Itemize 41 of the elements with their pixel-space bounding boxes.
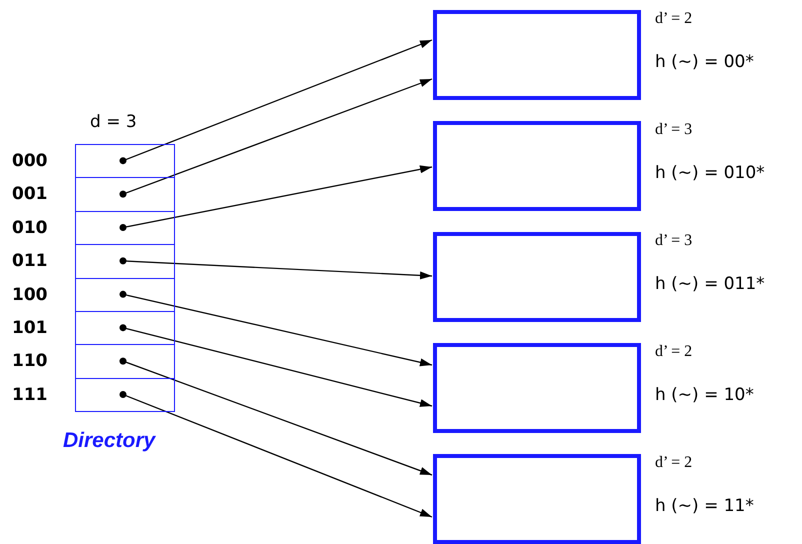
bucket-box — [433, 121, 641, 211]
local-depth-label: d’ = 2 — [655, 454, 692, 472]
directory-label: Directory — [63, 428, 156, 454]
hash-prefix-label: h (~) = 010* — [655, 163, 765, 183]
bucket-box — [433, 10, 641, 100]
directory-slot — [75, 144, 175, 178]
pointer-arrow — [120, 358, 432, 476]
row-label: 111 — [12, 384, 48, 405]
pointer-arrow — [120, 165, 432, 231]
row-label: 110 — [12, 351, 48, 372]
row-label: 101 — [12, 318, 48, 338]
local-depth-label: d’ = 3 — [655, 121, 692, 139]
pointer-arrow — [120, 257, 432, 280]
pointer-arrow — [120, 39, 432, 164]
row-label: 011 — [12, 251, 48, 272]
local-depth-label: d’ = 2 — [655, 10, 692, 28]
pointer-arrow — [120, 391, 432, 518]
pointer-arrow — [120, 78, 432, 198]
pointer-arrow — [120, 290, 432, 366]
row-label: 010 — [12, 218, 48, 238]
directory-slot — [75, 244, 175, 279]
directory-slot — [75, 278, 175, 312]
directory-slot — [75, 378, 175, 412]
global-depth-label: d = 3 — [90, 112, 137, 132]
directory-slot — [75, 344, 175, 379]
row-label: 001 — [12, 184, 48, 204]
pointer-arrow — [120, 324, 432, 407]
bucket-box — [433, 343, 641, 433]
row-label: 000 — [12, 151, 48, 171]
local-depth-label: d’ = 2 — [655, 343, 692, 361]
local-depth-label: d’ = 3 — [655, 232, 692, 250]
hash-prefix-label: h (~) = 10* — [655, 385, 754, 405]
bucket-box — [433, 454, 641, 544]
row-label: 100 — [12, 284, 48, 305]
hash-prefix-label: h (~) = 11* — [655, 496, 754, 516]
hash-prefix-label: h (~) = 00* — [655, 52, 754, 72]
directory-slot — [75, 311, 175, 346]
directory-slot — [75, 177, 175, 212]
hash-prefix-label: h (~) = 011* — [655, 274, 765, 294]
directory-slot — [75, 210, 175, 246]
bucket-box — [433, 232, 641, 322]
